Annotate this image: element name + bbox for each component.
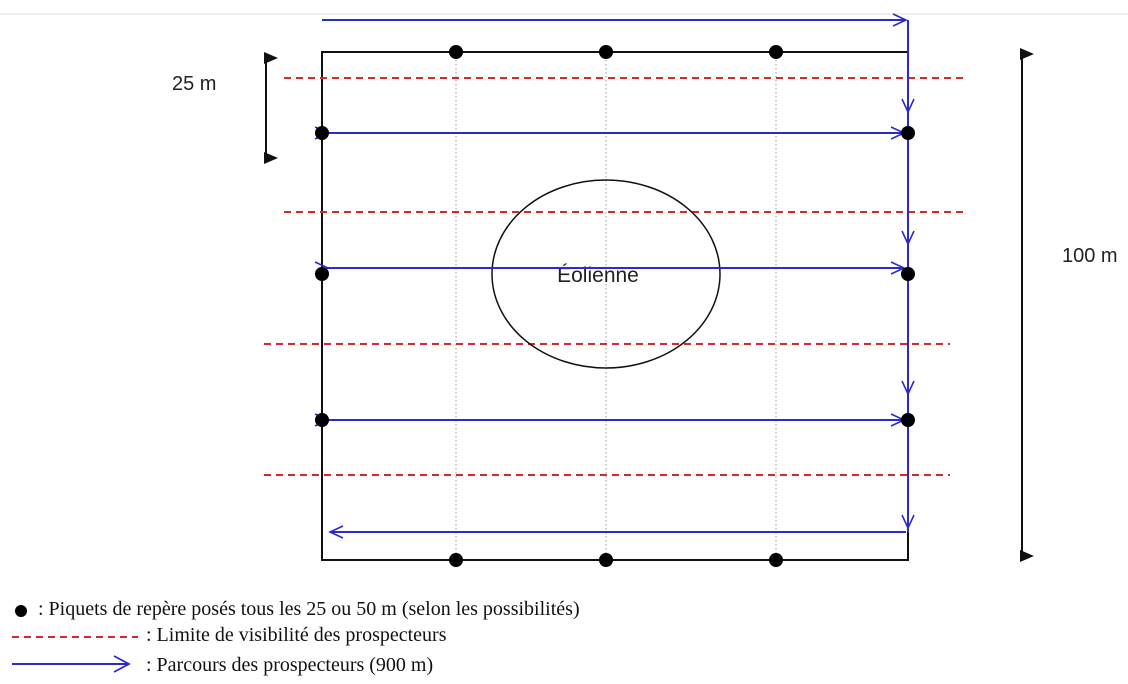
stake-marker <box>315 413 329 427</box>
stake-markers <box>315 45 915 567</box>
survey-diagram: Éolienne 25 m 100 m <box>0 13 1128 567</box>
legend-text-route: : Parcours des prospecteurs (900 m) <box>146 654 434 676</box>
survey-square <box>321 51 909 561</box>
stake-marker <box>315 267 329 281</box>
dashed-line-icon <box>12 636 138 638</box>
stake-marker <box>769 45 783 59</box>
blue-arrow-icon <box>12 655 131 673</box>
dimension-label-small: 25 m <box>172 73 216 95</box>
grid-lines <box>455 52 777 560</box>
stake-marker <box>449 553 463 567</box>
dimension-25m: 25 m <box>172 52 278 164</box>
stake-marker <box>769 553 783 567</box>
stake-marker <box>599 45 613 59</box>
stake-marker <box>901 126 915 140</box>
stake-marker <box>599 553 613 567</box>
stake-marker <box>901 413 915 427</box>
stake-marker <box>449 45 463 59</box>
stake-marker <box>901 267 915 281</box>
marker-dot-icon <box>15 605 27 617</box>
dimension-100m: 100 m <box>1020 48 1118 562</box>
dimension-label-large: 100 m <box>1062 245 1118 267</box>
stake-marker <box>315 126 329 140</box>
legend-text-markers: : Piquets de repère posés tous les 25 ou… <box>38 598 580 620</box>
legend: : Piquets de repère posés tous les 25 ou… <box>0 596 800 684</box>
visibility-limits <box>264 77 968 476</box>
legend-text-visibility: : Limite de visibilité des prospecteurs <box>146 624 447 646</box>
